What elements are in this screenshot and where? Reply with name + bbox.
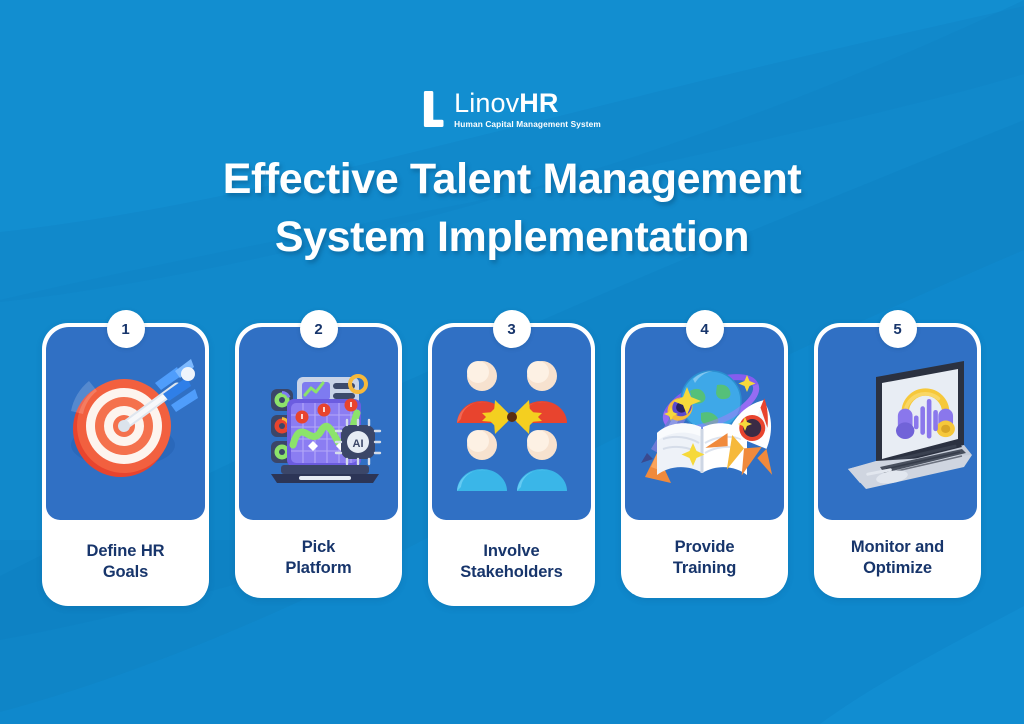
linovhr-l-mark-icon — [424, 91, 444, 127]
step-card-involve-stakeholders[interactable]: Involve Stakeholders — [428, 323, 595, 606]
logo-name-bold: HR — [519, 88, 559, 118]
step-badge-3: 3 — [492, 310, 531, 348]
step-slot-3: Involve Stakeholders 3 — [428, 310, 595, 606]
step-slot-1: Define HR Goals 1 — [42, 310, 209, 606]
step-badge-5: 5 — [878, 310, 917, 348]
step-label-5-line-2: Optimize — [863, 559, 932, 577]
logo-tagline: Human Capital Management System — [454, 119, 601, 129]
step-label-1: Define HR Goals — [46, 520, 205, 602]
logo-name-light: Linov — [454, 88, 520, 118]
people-network-arrows-icon — [456, 360, 567, 491]
step-label-3-line-2: Stakeholders — [460, 563, 563, 581]
step-card-provide-training[interactable]: Provide Training — [621, 323, 788, 598]
laptop-headphones-waveform-icon — [848, 360, 972, 489]
step-badge-1: 1 — [106, 310, 145, 348]
page-title-line-1: Effective Talent Management — [222, 155, 802, 203]
laptop-analytics-ai-chip-icon: AI — [271, 373, 382, 483]
step-label-5-line-1: Monitor and — [850, 538, 945, 556]
step-label-4: Provide Training — [625, 520, 784, 594]
step-label-4-line-2: Training — [672, 559, 737, 577]
step-label-3-line-1: Involve — [483, 542, 540, 560]
page-title-line-2: System Implementation — [274, 213, 750, 261]
step-card-define-hr-goals[interactable]: Define HR Goals — [42, 323, 209, 606]
step-label-5: Monitor and Optimize — [818, 520, 977, 594]
step-label-4-line-1: Provide — [674, 538, 735, 556]
step-label-2-line-2: Platform — [285, 559, 352, 577]
step-label-2: Pick Platform — [239, 520, 398, 594]
step-badge-2: 2 — [299, 310, 338, 348]
step-card-monitor-and-optimize[interactable]: Monitor and Optimize — [814, 323, 981, 598]
page-title: Effective Talent Management System Imple… — [0, 150, 1024, 266]
globe-book-rocket-telescope-icon — [641, 369, 773, 483]
target-dartboard-arrow-icon — [70, 358, 198, 477]
step-badge-4: 4 — [685, 310, 724, 348]
logo-wordmark: LinovHR — [454, 88, 558, 118]
steps-row: Define HR Goals 1 — [42, 310, 982, 606]
step-slot-4: Provide Training 4 — [621, 310, 788, 600]
step-slot-5: Monitor and Optimize 5 — [814, 310, 981, 600]
step-card-pick-platform[interactable]: AI Pick Platform — [235, 323, 402, 598]
step-slot-2: AI Pick Platform 2 — [235, 310, 402, 600]
step-label-1-line-1: Define HR — [86, 542, 165, 560]
logo: LinovHR Human Capital Management System — [0, 88, 1024, 129]
step-label-1-line-2: Goals — [102, 563, 149, 581]
step-label-2-line-1: Pick — [301, 538, 336, 556]
step-label-3: Involve Stakeholders — [432, 520, 591, 602]
svg-text:AI: AI — [353, 438, 364, 450]
